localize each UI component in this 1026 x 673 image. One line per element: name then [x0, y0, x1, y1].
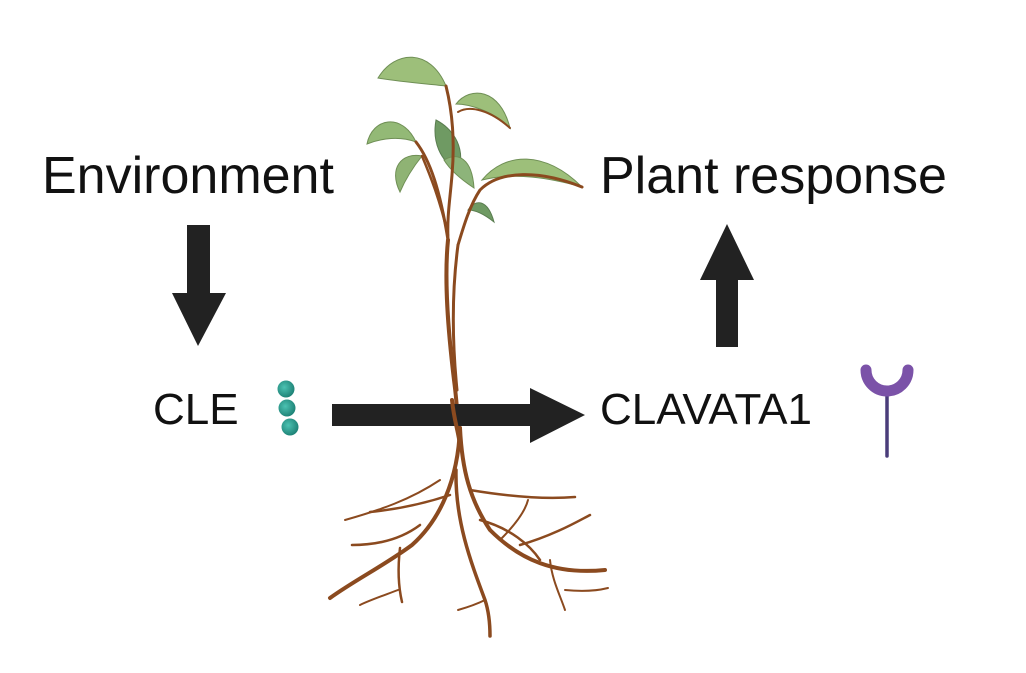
plant-response-label: Plant response — [600, 147, 947, 205]
environment-label: Environment — [42, 147, 334, 205]
bead — [281, 418, 299, 436]
arrow-cle-to-clavata1 — [332, 388, 585, 443]
arrow-clavata1-to-response — [700, 224, 754, 347]
bead — [278, 399, 296, 417]
leaf — [467, 202, 495, 224]
arrow-environment-to-cle — [172, 225, 226, 346]
bead — [277, 380, 295, 398]
cle-label: CLE — [153, 385, 239, 434]
clavata1-label: CLAVATA1 — [600, 385, 812, 434]
